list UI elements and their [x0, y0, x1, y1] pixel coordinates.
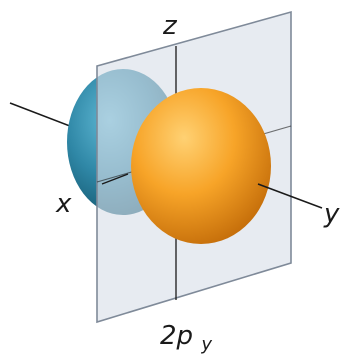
orbital-caption: 2p y: [160, 321, 212, 355]
x-axis-label: x: [55, 189, 72, 219]
y-axis-label: y: [323, 199, 340, 229]
orbital-caption-main: 2p: [160, 321, 193, 351]
x-axis-line-back: [9, 102, 76, 129]
y-axis-line: [257, 183, 323, 209]
z-axis-label: z: [162, 11, 178, 41]
orbital-caption-subscript: y: [200, 334, 212, 355]
x-axis-line-front: [101, 173, 129, 185]
front-lobe: [131, 88, 271, 244]
